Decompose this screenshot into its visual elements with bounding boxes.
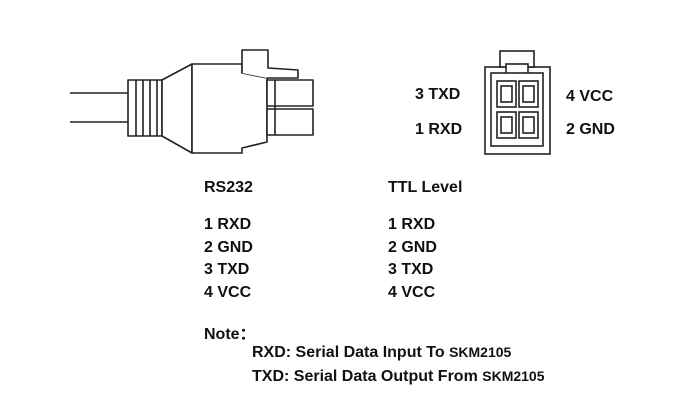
ttl-pin-list: 1 RXD 2 GND 3 TXD 4 VCC [388,214,437,304]
rs232-pin-list: 1 RXD 2 GND 3 TXD 4 VCC [204,214,253,304]
ttl-heading: TTL Level [388,179,463,196]
plug-body [191,63,268,154]
connector-front-view [484,50,551,155]
pin-label-top-right: 4 VCC [566,88,614,105]
pin-housing-top [266,79,314,107]
rs232-pin-3: 3 TXD [204,261,250,278]
note-rxd-device: SKM2105 [449,344,512,360]
ttl-pin-2: 2 GND [388,238,437,256]
ttl-pin-3: 3 TXD [388,261,434,278]
rs232-pin-2: 2 GND [204,238,253,256]
note-rxd-text: RXD: Serial Data Input To [252,344,450,361]
rs232-pin-4: 4 VCC [204,283,252,301]
ttl-pin-4: 4 VCC [388,283,436,301]
rs232-heading: RS232 [204,179,253,196]
note-line-rxd: RXD: Serial Data Input To SKM2105 [252,344,511,362]
pin-label-top-left: 3 TXD [415,86,461,103]
note-line-txd: TXD: Serial Data Output From SKM2105 [252,368,545,386]
rs232-pin-1: 1 RXD [204,216,252,233]
note-title: Note： [204,326,256,343]
pin-label-bottom-left: 1 RXD [415,121,463,138]
cable [70,92,128,123]
ttl-pin-1: 1 RXD [388,216,436,233]
latch [241,49,299,79]
cable-side-view [70,49,314,154]
pin-label-bottom-right: 2 GND [566,121,615,138]
note-txd-text: TXD: Serial Data Output From [252,368,483,385]
pin-housing-bottom [266,108,314,136]
boot [161,63,193,154]
note-txd-device: SKM2105 [482,368,545,384]
